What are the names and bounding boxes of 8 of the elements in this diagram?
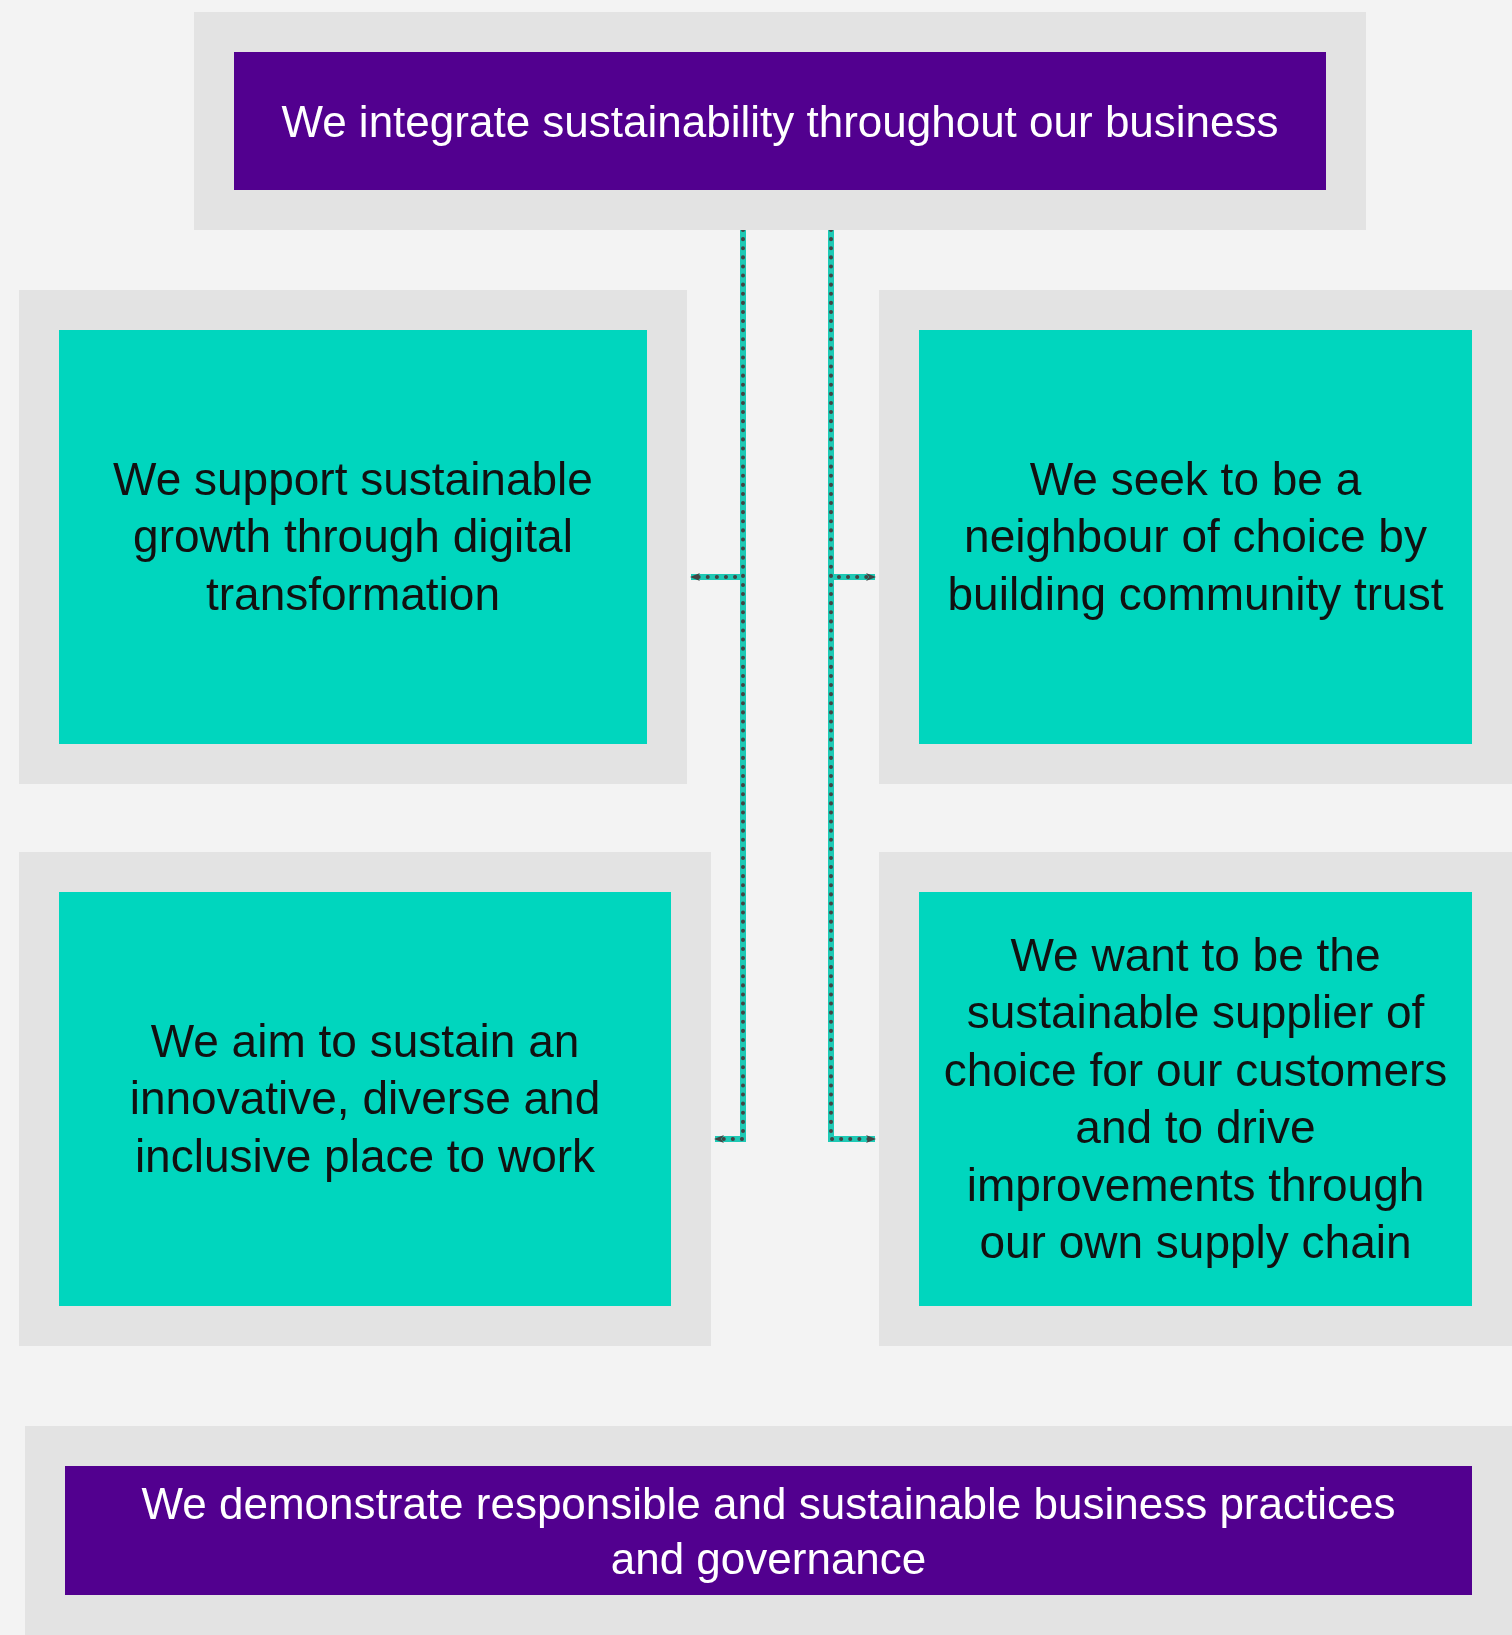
arrow — [828, 228, 877, 1143]
statement-box: We aim to sustain an innovative, diverse and inclusive place to work — [19, 852, 711, 1346]
arrow — [713, 228, 746, 1143]
statement-banner: We integrate sustainability throughout our business — [194, 12, 1366, 230]
statement-box: We seek to be a neighbour of choice by building community trust — [879, 290, 1512, 784]
statement-box: We want to be the sustainable supplier of choice for our customers and to drive improvements through our own supply chain — [879, 852, 1512, 1346]
statement-banner: We demonstrate responsible and sustainable business practices and governance — [25, 1426, 1512, 1635]
statement-box: We support sustainable growth through digital transformation — [19, 290, 687, 784]
